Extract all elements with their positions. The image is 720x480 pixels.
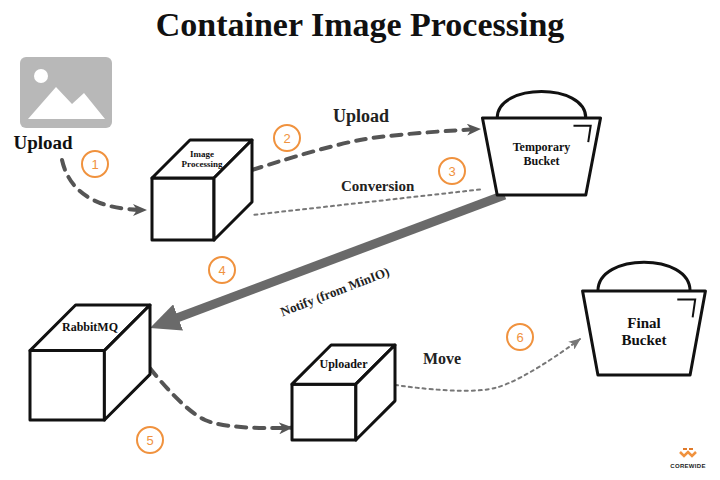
bucket-handle [598, 262, 690, 291]
flow-connector [150, 368, 292, 428]
logo-mark [683, 448, 693, 450]
connector-label: Move [420, 350, 464, 368]
storage-bucket: Final Bucket [580, 255, 708, 375]
callout-number: 6 [506, 323, 534, 351]
bucket-handle [497, 92, 586, 118]
diagram-title: Container Image Processing [0, 6, 720, 44]
callout-number: 4 [208, 256, 236, 284]
logo-mark [680, 452, 696, 456]
image-icon [20, 57, 112, 128]
node-text-group: Image Processing [177, 149, 227, 170]
callout-number: 1 [81, 150, 109, 178]
bucket-shine [677, 299, 695, 317]
cube-front [292, 384, 356, 440]
node-label: Temporary Bucket [511, 142, 573, 170]
cube-front [30, 351, 104, 420]
node-text-group: RabbitMQ [62, 321, 118, 335]
node-text-group: Uploader [320, 358, 368, 372]
bucket-body [583, 291, 706, 375]
brand-logo [680, 449, 696, 456]
node-text-group: Temporary Bucket [511, 142, 573, 170]
node-label: Image Processing [177, 149, 227, 170]
cube-front [152, 178, 214, 240]
image-mountains [28, 87, 105, 119]
flow-connector [395, 339, 580, 391]
bucket-body [482, 118, 600, 195]
service-cube: RabbitMQ [30, 305, 150, 420]
callout-number: 2 [273, 124, 301, 152]
watermark: COREWIDE [670, 463, 705, 469]
connector-label: Upload [330, 106, 392, 127]
step-label: Upload [13, 132, 72, 154]
image-sun [34, 69, 48, 83]
node-label: RabbitMQ [62, 321, 118, 335]
node-label: Uploader [320, 358, 368, 372]
service-cube: Image Processing [152, 140, 252, 240]
callout-number: 5 [136, 426, 164, 454]
node-label: Final Bucket [612, 315, 676, 350]
bucket-shine [573, 126, 590, 143]
connector-label: Conversion [338, 178, 417, 195]
image-frame [20, 57, 112, 128]
shape-outline [480, 85, 603, 195]
cube-side [214, 140, 252, 240]
storage-bucket: Temporary Bucket [480, 85, 603, 195]
node-text-group: Final Bucket [612, 315, 676, 350]
callout-number: 3 [438, 157, 466, 185]
service-cube: Uploader [292, 345, 395, 440]
